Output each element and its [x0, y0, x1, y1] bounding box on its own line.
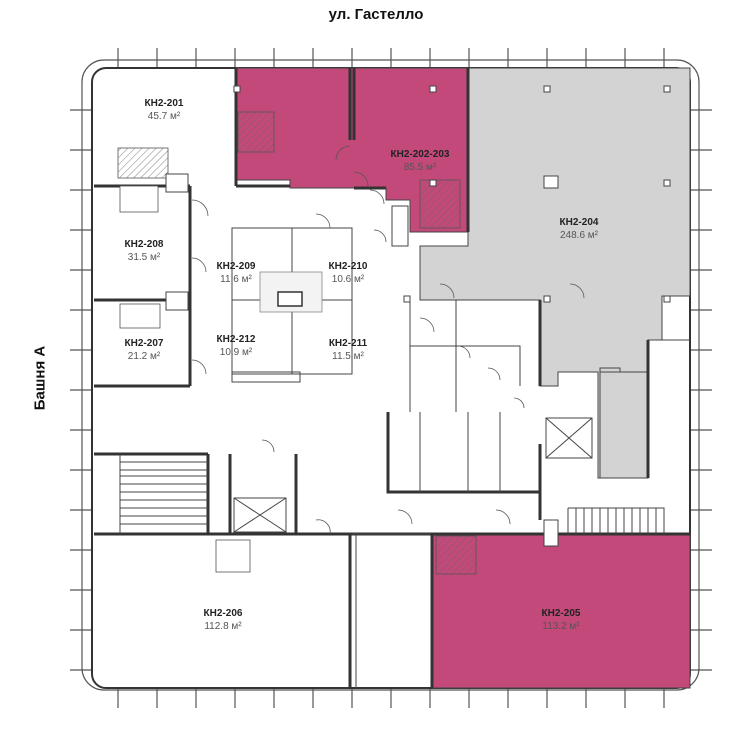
facade-ticks: [70, 48, 712, 708]
building-outline: [81, 59, 700, 691]
street-label: ул. Гастелло: [328, 6, 424, 23]
unit-area-212: 10.9 м²: [220, 347, 253, 358]
columns: [165, 85, 671, 547]
doors: [191, 145, 585, 535]
unit-area-209: 11.6 м²: [220, 274, 252, 285]
unit-code-202[interactable]: КН2-202-203: [391, 149, 450, 160]
shafts: [117, 111, 477, 575]
unit-code-201[interactable]: КН2-201: [145, 98, 184, 109]
unit-code-205[interactable]: КН2-205: [542, 608, 581, 619]
unit-code-212[interactable]: КН2-212: [217, 334, 256, 345]
unit-area-208: 31.5 м²: [128, 252, 161, 263]
unit-code-210[interactable]: КН2-210: [329, 261, 368, 272]
unit-area-210: 10.6 м²: [332, 274, 365, 285]
unit-area-211: 11.5 м²: [332, 351, 364, 362]
unit-area-205: 113.2 м²: [542, 621, 580, 632]
unit-area-207: 21.2 м²: [128, 351, 161, 362]
unit-code-208[interactable]: КН2-208: [125, 239, 164, 250]
unit-code-207[interactable]: КН2-207: [125, 338, 164, 349]
unit-area-201: 45.7 м²: [148, 111, 181, 122]
unit-fill-204-annex[interactable]: [599, 371, 649, 479]
unit-code-209[interactable]: КН2-209: [217, 261, 256, 272]
unit-code-211[interactable]: КН2-211: [329, 338, 368, 349]
unit-code-204[interactable]: КН2-204: [560, 217, 599, 228]
unit-area-202: 85.5 м²: [404, 162, 437, 173]
unit-code-206[interactable]: КН2-206: [204, 608, 243, 619]
unit-labels: КН2-201 45.7 м² КН2-202-203 85.5 м² КН2-204 2…: [125, 98, 599, 632]
unit-area-206: 112.8 м²: [204, 621, 242, 632]
unit-area-204: 248.6 м²: [560, 230, 599, 241]
